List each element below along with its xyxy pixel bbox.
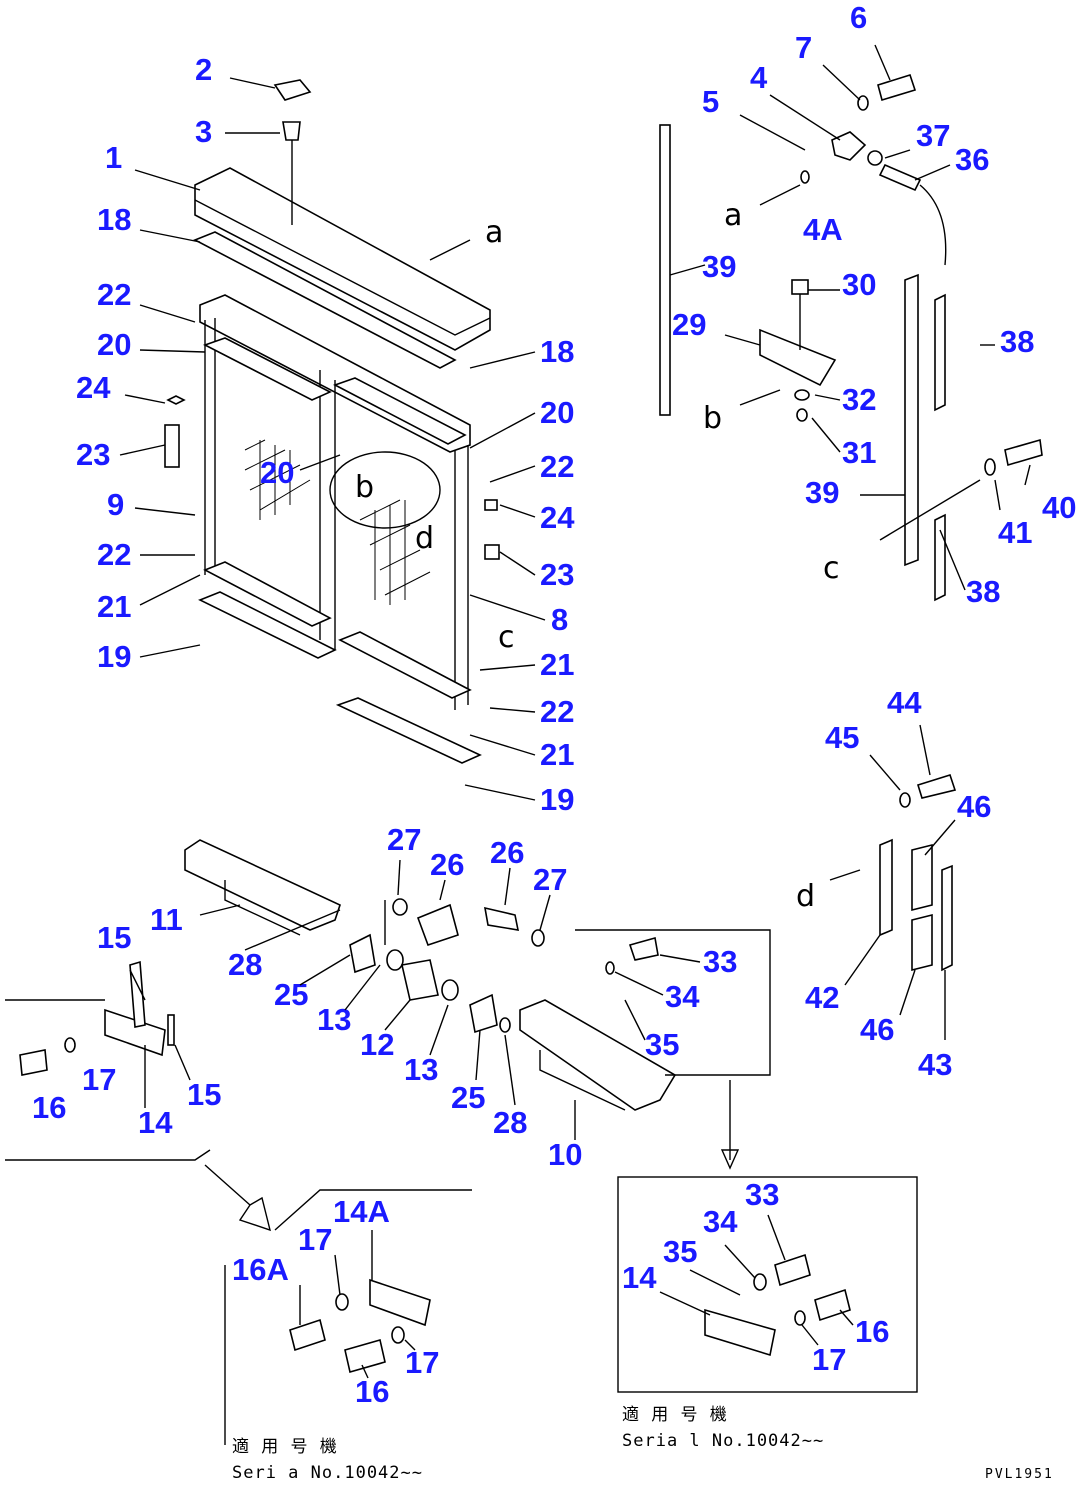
callout-label: 4 [750, 60, 768, 95]
callout-label: 6 [850, 0, 867, 35]
callout-label: 23 [76, 437, 110, 472]
callout-label: 35 [645, 1027, 679, 1062]
callout-label: 17 [405, 1345, 439, 1380]
callout-label: 39 [805, 475, 839, 510]
callout-label: 34 [703, 1204, 738, 1239]
callout-label: 26 [490, 835, 524, 870]
callout-label: 30 [842, 267, 876, 302]
view-marker-d: d [415, 521, 434, 556]
callout-label: 15 [97, 920, 131, 955]
inset-left-japanese-note: 適 用 号 機 [232, 1437, 338, 1457]
callout-label: 46 [957, 789, 991, 824]
callout-label: 18 [97, 202, 131, 237]
callout-label: 28 [228, 947, 262, 982]
leader-lines [119, 44, 1031, 1379]
radiator-core-assembly [164, 79, 500, 764]
callout-label: 25 [451, 1080, 485, 1115]
callout-label: 38 [966, 574, 1000, 609]
callout-label: 40 [1042, 490, 1076, 525]
callout-label: 14A [333, 1194, 390, 1229]
callout-label: 32 [842, 382, 876, 417]
callout-label: 33 [703, 944, 737, 979]
callout-label: 9 [107, 487, 124, 522]
callout-label: 14 [138, 1105, 173, 1140]
callout-label: 42 [805, 980, 839, 1015]
callout-label: 44 [887, 685, 922, 720]
callout-label: 24 [540, 500, 575, 535]
callout-label: 11 [150, 902, 183, 937]
view-marker-c: c [498, 620, 515, 655]
callout-label: 15 [187, 1077, 221, 1112]
callout-label: 26 [430, 847, 464, 882]
callout-label: 5 [702, 84, 719, 119]
callout-label: 22 [540, 694, 574, 729]
callout-label: 38 [1000, 324, 1034, 359]
inset-left: 適 用 号 機 Seri a No.10042~~ [224, 1189, 472, 1483]
inset-right-japanese-note: 適 用 号 機 [622, 1405, 728, 1425]
callout-label: 39 [702, 249, 736, 284]
callout-label: 21 [540, 647, 574, 682]
callout-label: 17 [812, 1342, 846, 1377]
callout-label: 19 [540, 782, 574, 817]
callout-label: 13 [317, 1002, 351, 1037]
callout-label: 43 [918, 1047, 952, 1082]
callout-label: 46 [860, 1012, 894, 1047]
callout-label: 8 [551, 602, 568, 637]
inset-right-serial-note: Seria l No.10042~~ [622, 1431, 824, 1451]
view-marker-b: b [355, 470, 374, 505]
callout-label: 20 [97, 327, 131, 362]
callout-label: 21 [97, 589, 131, 624]
callout-label: 23 [540, 557, 574, 592]
callout-label: 45 [825, 720, 859, 755]
callout-label: 20 [260, 455, 294, 490]
callout-label: 22 [540, 449, 574, 484]
callout-label: 27 [387, 822, 421, 857]
callout-label: 24 [76, 370, 111, 405]
callout-label: 17 [82, 1062, 116, 1097]
callout-label: 16A [232, 1252, 289, 1287]
callout-label: 17 [298, 1222, 332, 1257]
callout-label: 7 [795, 30, 812, 65]
view-marker-d: d [796, 879, 815, 914]
callout-label: 27 [533, 862, 567, 897]
inset-right: 適 用 号 機 Seria l No.10042~~ [617, 1176, 918, 1451]
lower-mount-assembly [5, 839, 771, 1232]
callout-label: 33 [745, 1177, 779, 1212]
view-marker-a: a [724, 198, 742, 233]
callout-label: 22 [97, 277, 131, 312]
callout-label: 36 [955, 142, 989, 177]
view-marker-c: c [823, 551, 840, 586]
callout-label: 41 [998, 515, 1032, 550]
callout-label: 16 [32, 1090, 66, 1125]
callout-label: 1 [105, 140, 122, 175]
callout-label: 16 [355, 1374, 389, 1409]
callout-label: 12 [360, 1027, 394, 1062]
callout-label: 16 [855, 1314, 889, 1349]
callout-labels: 1 2 3 18 22 20 24 23 9 22 21 19 20 18 20… [32, 0, 1076, 1409]
callout-label: 13 [404, 1052, 438, 1087]
callout-label: 34 [665, 979, 700, 1014]
callout-label: 10 [548, 1137, 582, 1172]
callout-label: 37 [916, 118, 950, 153]
callout-label: 3 [195, 114, 212, 149]
view-markers: a a b b c c d d [355, 198, 840, 914]
view-marker-a: a [485, 215, 503, 250]
callout-label: 20 [540, 395, 574, 430]
callout-label: 28 [493, 1105, 527, 1140]
view-marker-b: b [703, 401, 722, 436]
callout-label: 21 [540, 737, 574, 772]
detail-d-assembly [829, 774, 957, 972]
callout-label: 35 [663, 1234, 697, 1269]
drawing-code: PVL1951 [985, 1467, 1054, 1482]
callout-label: 29 [672, 307, 706, 342]
callout-label: 31 [842, 435, 876, 470]
callout-label: 19 [97, 639, 131, 674]
callout-label: 18 [540, 334, 574, 369]
callout-label: 2 [195, 52, 212, 87]
callout-label: 22 [97, 537, 131, 572]
inset-left-serial-note: Seri a No.10042~~ [232, 1463, 423, 1483]
callout-label: 14 [622, 1260, 657, 1295]
callout-label: 4A [803, 212, 843, 247]
